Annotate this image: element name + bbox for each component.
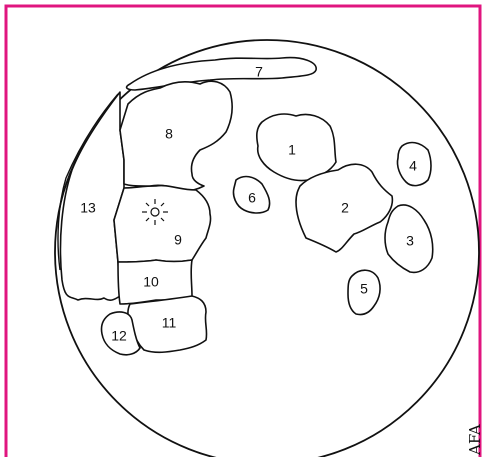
region-label-9: 9 — [174, 232, 182, 248]
region-label-2: 2 — [341, 200, 349, 216]
region-label-3: 3 — [406, 233, 414, 249]
region-label-8: 8 — [165, 126, 173, 142]
region-label-13: 13 — [80, 200, 96, 216]
credit-text: AFA — [466, 424, 484, 456]
region-9-outline — [114, 186, 211, 262]
region-label-10: 10 — [143, 274, 159, 290]
region-label-6: 6 — [248, 190, 256, 206]
region-label-1: 1 — [288, 142, 296, 158]
region-label-4: 4 — [409, 158, 417, 174]
region-13-outline — [60, 92, 124, 300]
region-label-5: 5 — [360, 281, 368, 297]
region-label-7: 7 — [255, 64, 263, 80]
region-label-12: 12 — [111, 328, 127, 344]
region-label-11: 11 — [162, 315, 177, 331]
